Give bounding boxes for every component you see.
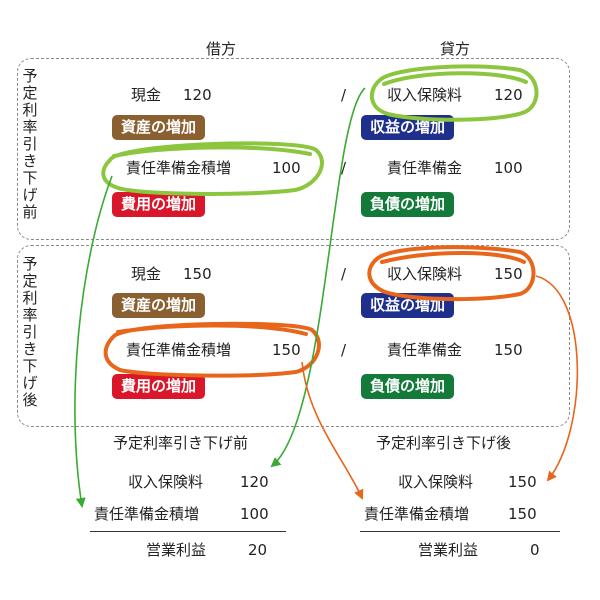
- summary-after-reserve-value: 150: [508, 505, 537, 523]
- summary-before-premium-label: 収入保険料: [128, 473, 204, 491]
- before-liability-badge: 負債の増加: [361, 192, 455, 217]
- before-slash-1: /: [341, 86, 347, 104]
- before-premium-amount: 120: [494, 86, 523, 104]
- summary-before-title: 予定利率引き下げ前: [113, 434, 249, 452]
- before-reserve-increase-label: 責任準備金積増: [126, 159, 232, 177]
- before-asset-badge: 資産の増加: [112, 115, 206, 140]
- after-expense-badge: 費用の増加: [112, 374, 206, 399]
- summary-after-title: 予定利率引き下げ後: [376, 434, 512, 452]
- after-liability-badge: 負債の増加: [361, 374, 455, 399]
- summary-after-rule: [360, 531, 560, 532]
- after-slash-1: /: [341, 265, 347, 283]
- debit-header: 借方: [206, 40, 237, 58]
- after-revenue-badge: 収益の増加: [361, 293, 455, 318]
- credit-header: 貸方: [440, 40, 471, 58]
- after-reserve-increase-amount: 150: [272, 341, 301, 359]
- summary-after-premium-value: 150: [508, 473, 537, 491]
- before-vertical-label: 予定利率引き下げ前: [22, 67, 38, 221]
- after-slash-2: /: [341, 341, 347, 359]
- before-slash-2: /: [341, 159, 347, 177]
- before-panel: [17, 58, 570, 240]
- summary-before-reserve-label: 責任準備金積増: [94, 505, 200, 523]
- before-cash-label: 現金: [131, 86, 162, 104]
- summary-before-rule: [90, 531, 286, 532]
- before-reserve-increase-amount: 100: [272, 159, 301, 177]
- after-asset-badge: 資産の増加: [112, 293, 206, 318]
- before-reserve-amount: 100: [494, 159, 523, 177]
- summary-before-profit-label: 営業利益: [146, 541, 207, 559]
- after-premium-amount: 150: [494, 265, 523, 283]
- after-panel: [17, 245, 570, 427]
- before-expense-badge: 費用の増加: [112, 192, 206, 217]
- summary-after-premium-label: 収入保険料: [398, 473, 474, 491]
- after-reserve-increase-label: 責任準備金積増: [126, 341, 232, 359]
- after-cash-amount: 150: [183, 265, 212, 283]
- after-reserve-label: 責任準備金: [387, 341, 463, 359]
- summary-after-profit-value: 0: [530, 541, 540, 559]
- after-cash-label: 現金: [131, 265, 162, 283]
- summary-after-reserve-label: 責任準備金積増: [364, 505, 470, 523]
- before-reserve-label: 責任準備金: [387, 159, 463, 177]
- before-revenue-badge: 収益の増加: [361, 115, 455, 140]
- after-reserve-amount: 150: [494, 341, 523, 359]
- after-premium-label: 収入保険料: [387, 265, 463, 283]
- summary-before-profit-value: 20: [248, 541, 268, 559]
- before-premium-label: 収入保険料: [387, 86, 463, 104]
- summary-after-profit-label: 営業利益: [418, 541, 479, 559]
- summary-before-reserve-value: 100: [240, 505, 269, 523]
- after-vertical-label: 予定利率引き下げ後: [22, 255, 38, 409]
- summary-before-premium-value: 120: [240, 473, 269, 491]
- before-cash-amount: 120: [183, 86, 212, 104]
